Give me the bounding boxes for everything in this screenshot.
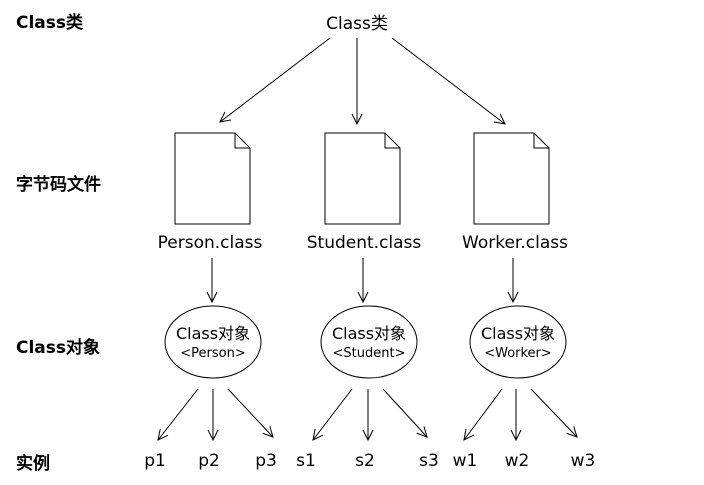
file-label-person: Person.class [157,233,263,253]
instance-w2: w2 [504,451,530,471]
arrow-to-s3 [382,388,427,437]
instance-w3: w3 [570,451,596,471]
file-label-worker: Worker.class [462,233,568,253]
arrow-to-w3 [530,388,577,437]
row-label-class: Class类 [16,13,84,33]
row-label-bytecode: 字节码文件 [16,175,101,195]
class-object-title-worker: Class对象 [480,324,556,343]
file-icon [473,132,550,225]
instance-p2: p2 [198,451,220,471]
class-object-ellipse [164,305,262,379]
instance-p1: p1 [144,451,166,471]
instance-p3: p3 [255,451,277,471]
class-object-sub-student: <Student> [332,346,406,361]
root-class-node: Class类 [326,14,388,34]
class-object-title-person: Class对象 [175,324,251,343]
class-object-sub-person: <Person> [180,346,246,361]
file-label-student: Student.class [306,233,422,253]
arrow-to-p1 [158,388,199,440]
file-icon [174,132,251,225]
arrow-root-to-person [220,37,331,122]
arrow-to-p3 [227,388,273,437]
instance-s1: s1 [296,451,316,471]
class-object-title-student: Class对象 [331,324,407,343]
arrow-to-w1 [464,388,503,440]
class-object-ellipse [469,305,567,379]
row-label-class-object: Class对象 [16,338,101,358]
arrow-to-s1 [313,388,353,440]
class-object-sub-worker: <Worker> [484,346,552,361]
instance-s3: s3 [419,451,439,471]
arrow-root-to-worker [391,37,505,124]
class-object-ellipse [320,305,418,379]
instance-w1: w1 [452,451,478,471]
row-label-instance: 实例 [16,454,50,474]
file-icon [324,132,401,225]
instance-s2: s2 [355,451,375,471]
